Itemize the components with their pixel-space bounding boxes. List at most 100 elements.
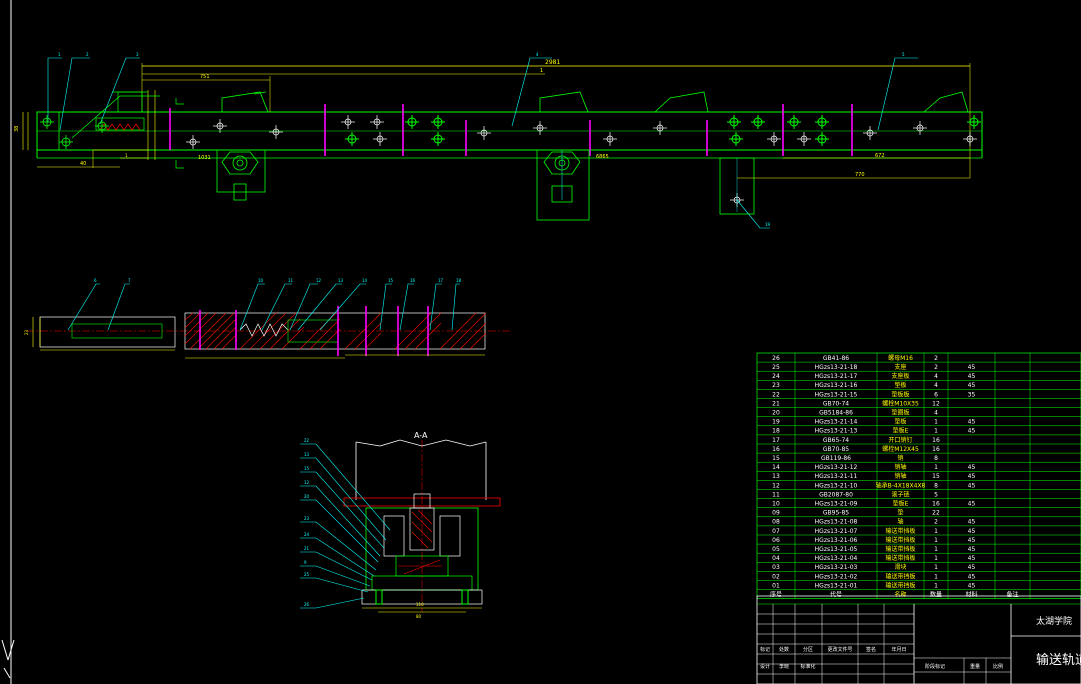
dim-top-total: 2981: [545, 59, 560, 66]
bom-cell: GB70-74: [823, 400, 849, 407]
bom-cell: 输送带挡板: [885, 536, 915, 544]
svg-text:6: 6: [94, 278, 97, 283]
svg-text:3: 3: [136, 52, 139, 57]
bom-cell: 1: [934, 428, 938, 435]
elevation-view: 2981 1 751 38 40 1 1 2: [14, 52, 983, 229]
bom-cell: 45: [968, 373, 976, 380]
svg-text:22: 22: [304, 438, 310, 443]
bom-cell: 13: [772, 473, 780, 480]
bom-cell: HGzs13-21-07: [815, 528, 858, 535]
drawing-title: 输送轨道: [1036, 652, 1081, 668]
bom-cell: 1: [934, 528, 938, 535]
bom-cell: 垫板: [894, 381, 906, 389]
bom-cell: GB119-86: [821, 455, 851, 462]
svg-text:16: 16: [410, 278, 416, 283]
title-block-label: 重量: [970, 663, 980, 670]
bom-cell: 开口销钉: [888, 436, 912, 444]
corner-mark-icon: [1, 639, 15, 679]
svg-text:38: 38: [14, 126, 20, 132]
bom-cell: HGzs13-21-02: [815, 573, 858, 580]
title-block-label: 比例: [993, 663, 1003, 670]
bom-cell: 支座板: [891, 372, 909, 380]
bom-cell: HGzs13-21-11: [815, 473, 858, 480]
svg-text:21: 21: [304, 546, 310, 551]
bom-cell: 输送带挡板: [885, 554, 915, 562]
bom-cell: 垫板E: [893, 427, 909, 435]
bom-cell: GB5184-86: [819, 410, 853, 417]
svg-text:13: 13: [304, 452, 310, 457]
bom-cell: 45: [968, 537, 976, 544]
svg-text:19: 19: [765, 222, 771, 227]
section-a-a-view: A-A 110 80: [300, 431, 501, 619]
bom-cell: 销: [897, 454, 903, 462]
bom-cell: HGzs13-21-05: [815, 546, 858, 553]
bom-cell: 8: [934, 455, 938, 462]
bom-cell: 销轴: [894, 463, 906, 471]
bom-cell: 16: [932, 437, 940, 444]
svg-text:26: 26: [304, 602, 310, 607]
bom-cell: 11: [772, 491, 780, 498]
dim-right-a: 672: [875, 153, 885, 159]
svg-text:4: 4: [536, 52, 539, 57]
bom-cell: 16: [932, 501, 940, 508]
bom-cell: HGzs13-21-14: [815, 419, 858, 426]
bom-cell: 45: [968, 519, 976, 526]
bom-cell: 垫: [897, 509, 903, 517]
title-block-label: 阶段标记: [925, 663, 945, 670]
bom-cell: 18: [772, 428, 780, 435]
bom-header-cell: 代号: [830, 591, 842, 599]
bom-cell: 1: [934, 582, 938, 589]
svg-text:2: 2: [86, 52, 89, 57]
bom-cell: 螺栓M10X35: [882, 399, 919, 407]
bom-cell: HGzs13-21-16: [815, 382, 858, 389]
title-block-label: 设计: [760, 663, 770, 670]
bom-cell: 45: [968, 564, 976, 571]
bom-cell: 支座: [894, 363, 906, 371]
title-block-label: 签名: [866, 646, 876, 653]
bom-cell: 1: [934, 555, 938, 562]
bom-cell: 16: [772, 446, 780, 453]
bom-cell: 45: [968, 419, 976, 426]
bom-cell: 螺栓M12X45: [882, 445, 919, 453]
bom-cell: 12: [772, 482, 780, 489]
bom-cell: HGzs13-21-10: [815, 482, 858, 489]
bom-cell: 垫板E: [893, 500, 909, 508]
bom-cell: 4: [934, 410, 938, 417]
bom-cell: 2: [934, 519, 938, 526]
bom-cell: 22: [772, 391, 780, 398]
bom-cell: 4: [934, 382, 938, 389]
bom-cell: 轴: [897, 518, 903, 526]
title-block-label: 年月日: [891, 646, 906, 653]
svg-text:1: 1: [540, 68, 543, 74]
bom-cell: 08: [772, 519, 780, 526]
bom-cell: 垫板板: [891, 390, 909, 398]
svg-text:9: 9: [304, 560, 307, 565]
svg-text:7: 7: [128, 278, 131, 283]
bom-cell: HGzs13-21-18: [815, 364, 858, 371]
bom-cell: 销轴: [894, 472, 906, 480]
svg-text:18: 18: [456, 278, 462, 283]
svg-text:13: 13: [338, 278, 344, 283]
bom-cell: GB70-85: [823, 446, 849, 453]
bom-cell: 6: [934, 391, 938, 398]
svg-text:17: 17: [438, 278, 444, 283]
bom-cell: 17: [772, 437, 780, 444]
section-label: A-A: [414, 431, 428, 440]
bom-cell: HGzs13-21-03: [815, 564, 858, 571]
bom-cell: 10: [772, 501, 780, 508]
bom-cell: 25: [772, 364, 780, 371]
bom-cell: HGzs13-21-17: [815, 373, 858, 380]
bom-cell: 45: [968, 501, 976, 508]
svg-text:14: 14: [362, 278, 368, 283]
bom-cell: 2: [934, 355, 938, 362]
svg-text:40: 40: [80, 161, 86, 167]
bom-cell: 1: [934, 546, 938, 553]
bom-cell: 1: [934, 464, 938, 471]
bom-cell: 1: [934, 573, 938, 580]
bom-cell: 垫圈板: [891, 409, 909, 417]
svg-text:5: 5: [902, 52, 905, 57]
bom-cell: 输送带挡板: [885, 527, 915, 535]
